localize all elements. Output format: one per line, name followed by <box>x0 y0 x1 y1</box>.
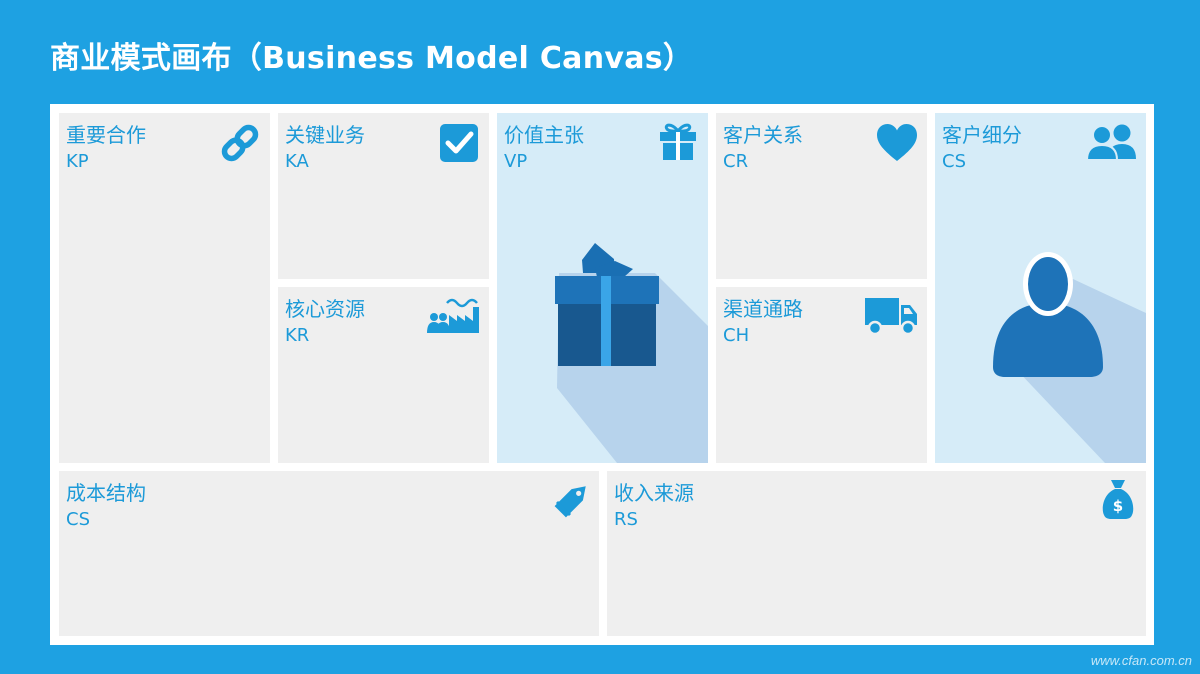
block-title: 价值主张 <box>504 123 584 147</box>
price-tag-icon <box>551 477 595 521</box>
customer-illustration <box>935 243 1146 463</box>
block-code: KR <box>285 325 310 346</box>
block-title: 收入来源 <box>614 481 694 505</box>
watermark: www.cfan.com.cn <box>1090 653 1192 668</box>
block-code: CH <box>723 325 750 346</box>
block-title: 成本结构 <box>66 481 146 505</box>
block-customer-segments[interactable]: 客户细分 CS <box>935 113 1146 463</box>
resources-icon <box>425 293 481 337</box>
block-value-propositions[interactable]: 价值主张 VP <box>497 113 708 463</box>
block-key-activities[interactable]: 关键业务 KA <box>278 113 489 279</box>
block-title: 关键业务 <box>285 123 365 147</box>
block-code: KP <box>66 151 89 172</box>
block-title: 核心资源 <box>285 297 365 321</box>
block-channels[interactable]: 渠道通路 CH <box>716 287 927 463</box>
heart-icon <box>875 121 919 165</box>
block-key-partners[interactable]: 重要合作 KP <box>59 113 270 463</box>
users-icon <box>1084 119 1140 163</box>
block-revenue-streams[interactable]: 收入来源 RS $ <box>607 471 1146 636</box>
business-model-canvas: 重要合作 KP 关键业务 KA 核心资源 KR <box>50 104 1154 645</box>
link-icon <box>218 121 262 165</box>
block-title: 客户细分 <box>942 123 1022 147</box>
block-key-resources[interactable]: 核心资源 KR <box>278 287 489 463</box>
svg-text:$: $ <box>1113 497 1123 515</box>
block-cost-structure[interactable]: 成本结构 CS <box>59 471 599 636</box>
block-title: 重要合作 <box>66 123 146 147</box>
truck-icon <box>863 293 919 337</box>
block-code: KA <box>285 151 309 172</box>
block-title: 渠道通路 <box>723 297 803 321</box>
block-code: RS <box>614 509 638 530</box>
block-code: CR <box>723 151 749 172</box>
block-code: CS <box>942 151 966 172</box>
block-code: CS <box>66 509 90 530</box>
gift-icon <box>656 119 700 163</box>
checkbox-icon <box>437 121 481 165</box>
block-code: VP <box>504 151 528 172</box>
block-title: 客户关系 <box>723 123 803 147</box>
page-title: 商业模式画布（Business Model Canvas） <box>50 41 694 76</box>
gift-box-illustration <box>497 233 708 463</box>
block-customer-relationships[interactable]: 客户关系 CR <box>716 113 927 279</box>
money-bag-icon: $ <box>1096 477 1140 521</box>
